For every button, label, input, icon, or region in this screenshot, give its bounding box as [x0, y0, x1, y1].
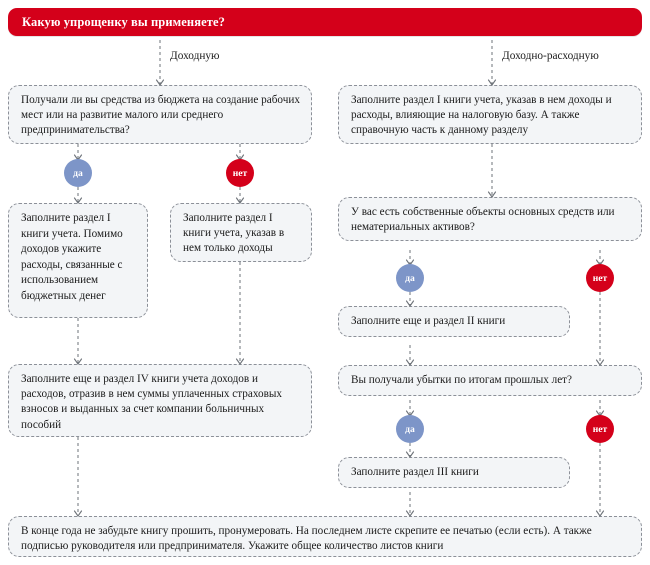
node-left-question-budget-funds[interactable]: Получали ли вы средства из бюджета на со…: [8, 85, 312, 144]
badge-yes-assets[interactable]: да: [396, 264, 424, 292]
edge-label-right-branch: Доходно-расходную: [502, 50, 599, 62]
node-right-fill-section-iii[interactable]: Заполните раздел III книги: [338, 457, 570, 488]
badge-yes-left-q1[interactable]: да: [64, 159, 92, 187]
node-right-question-fixed-assets[interactable]: У вас есть собственные объекты основных …: [338, 197, 642, 241]
badge-no-left-q1[interactable]: нет: [226, 159, 254, 187]
node-right-fill-section-ii[interactable]: Заполните еще и раздел II книги: [338, 306, 570, 337]
page-title: Какую упрощенку вы применяете?: [8, 8, 642, 36]
badge-no-assets[interactable]: нет: [586, 264, 614, 292]
badge-no-losses[interactable]: нет: [586, 415, 614, 443]
badge-yes-losses[interactable]: да: [396, 415, 424, 443]
node-left-fill-section-i-income-only[interactable]: Заполните раздел I книги учета, указав в…: [170, 203, 312, 262]
node-right-question-past-losses[interactable]: Вы получали убытки по итогам прошлых лет…: [338, 365, 642, 396]
edge-label-left-branch: Доходную: [170, 50, 220, 62]
node-footer-year-end-instructions[interactable]: В конце года не забудьте книгу прошить, …: [8, 516, 642, 557]
node-left-fill-section-i-with-expenses[interactable]: Заполните раздел I книги учета. Помимо д…: [8, 203, 148, 318]
node-right-fill-section-i[interactable]: Заполните раздел I книги учета, указав в…: [338, 85, 642, 144]
node-left-fill-section-iv[interactable]: Заполните еще и раздел IV книги учета до…: [8, 364, 312, 437]
